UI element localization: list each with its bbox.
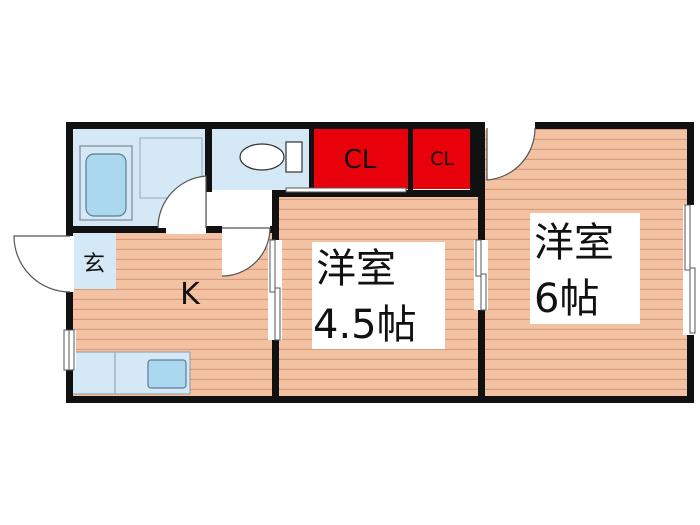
entrance-floor [72, 233, 116, 289]
western-room-4-5-size: 4.5帖 [313, 302, 417, 348]
kitchen-label: K [180, 277, 201, 312]
closet-large [311, 128, 409, 189]
toilet-icon [239, 141, 303, 173]
closet-large-label: CL [344, 145, 377, 175]
label-bg-4-5 [312, 242, 445, 349]
closet-small-label: CL [430, 148, 454, 170]
closet-small [413, 128, 471, 189]
western-room-6-size: 6帖 [534, 276, 599, 322]
label-bg-6 [530, 213, 640, 324]
western-room-6-name: 洋室 [534, 220, 614, 266]
window-icon [63, 204, 696, 371]
bathtub-icon [79, 145, 133, 221]
sliding-door-icon [269, 187, 487, 341]
western-room-4-5-name: 洋室 [316, 246, 396, 292]
entrance-label: 玄 [83, 252, 105, 277]
door-swing-icon [13, 127, 536, 293]
sink-icon [147, 359, 187, 389]
